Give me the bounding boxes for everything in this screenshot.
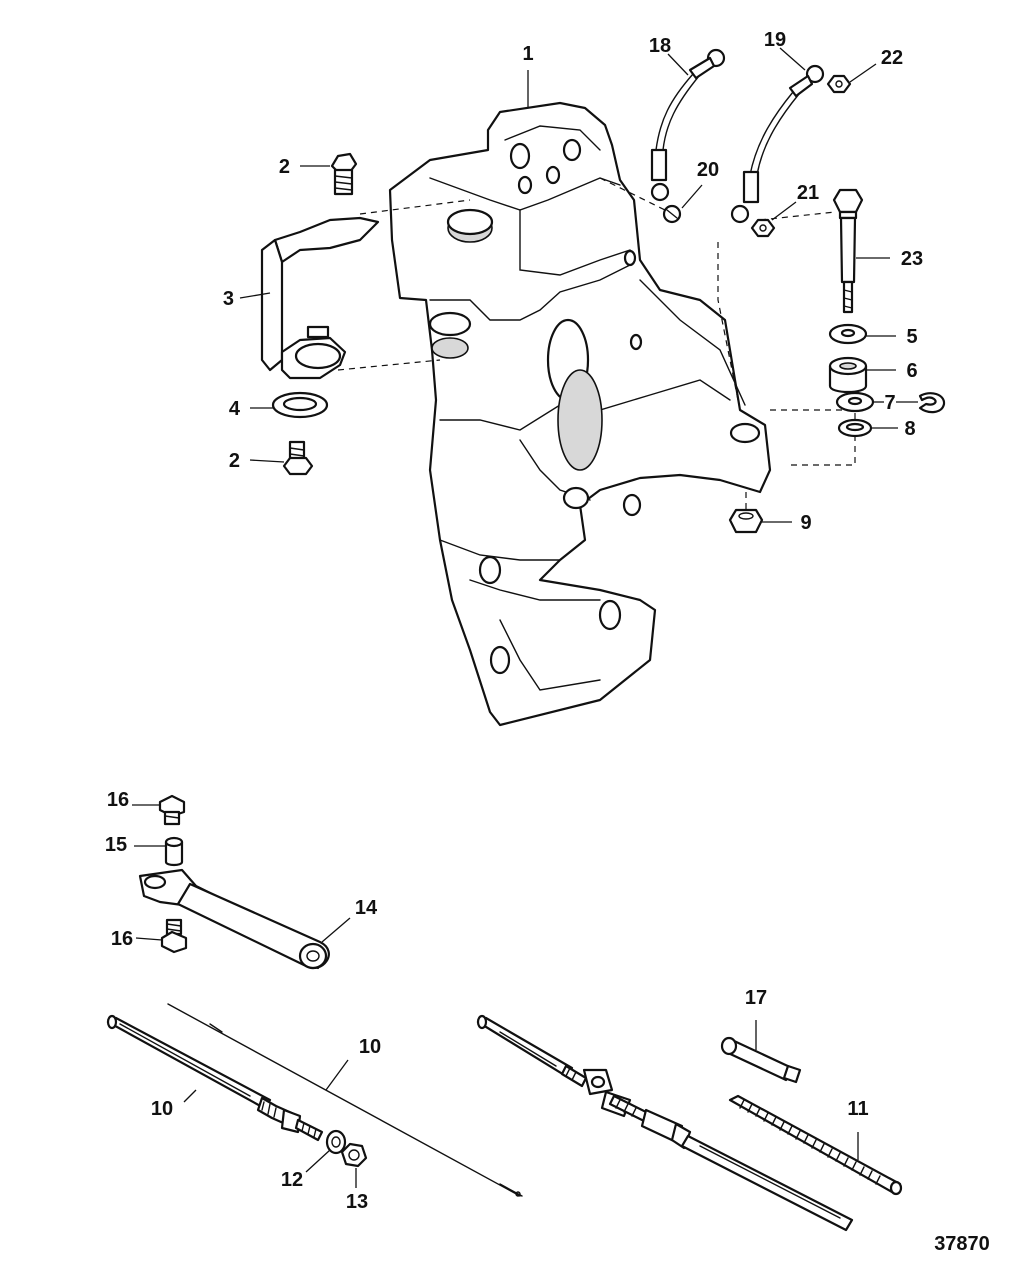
part-23-bolt [832,188,864,314]
label-16-top: 16 [107,789,129,811]
part-8-washer [837,418,873,438]
part-9-locknut [728,508,764,534]
part-19-ground-strap [730,64,825,224]
label-10-right: 10 [359,1036,381,1058]
label-18: 18 [649,35,671,57]
label-17: 17 [745,987,767,1009]
part-11-threaded-rod [728,1094,903,1196]
label-3: 3 [223,288,234,310]
label-10-left: 10 [151,1098,173,1120]
alignment-line [770,409,856,466]
part-3-retainer-clip [260,216,380,380]
label-8: 8 [904,418,915,440]
label-22: 22 [881,47,903,69]
label-7: 7 [884,392,895,414]
part-17-pin [720,1036,802,1084]
part-16-screw-top [158,794,186,826]
part-2-screw-bottom [282,440,314,476]
part-5-washer [828,323,868,345]
part-20-screw [662,204,682,224]
label-23: 23 [901,248,923,270]
alignment-line [759,211,836,221]
part-4-washer [271,391,329,419]
alignment-line [359,199,471,215]
part-10-core-wire [167,1003,523,1197]
label-20: 20 [697,159,719,181]
part-12-washer [325,1129,347,1155]
part-13-nut [340,1142,368,1168]
part-10-shift-cable [106,1014,324,1142]
alignment-line [599,177,666,211]
part-14-tube [138,868,330,970]
figure-reference-number: 37870 [934,1233,990,1255]
label-12: 12 [281,1169,303,1191]
label-5: 5 [906,326,917,348]
label-16-bottom: 16 [111,928,133,950]
alignment-line [717,242,741,411]
part-16-screw-bottom [160,918,188,954]
part-15-pin [164,836,184,867]
part-1-swivel-bracket [388,101,772,727]
label-4: 4 [229,398,241,420]
label-6: 6 [906,360,917,382]
part-18-ground-strap [650,48,726,202]
label-15: 15 [105,834,127,856]
label-2-bottom: 2 [229,450,240,472]
part-6-spacer [828,356,868,394]
alignment-line [337,359,441,371]
part-21-nut [750,218,776,238]
label-14: 14 [355,897,378,919]
label-13: 13 [346,1191,368,1213]
label-9: 9 [800,512,811,534]
label-19: 19 [764,29,786,51]
label-2-top: 2 [279,156,290,178]
label-1: 1 [522,43,533,65]
label-21: 21 [797,182,819,204]
part-7-washer-and-clip [835,391,946,414]
part-2-screw-top [330,152,358,196]
part-22-nut [826,74,852,94]
throttle-cable [476,1014,854,1232]
label-11: 11 [847,1098,868,1120]
